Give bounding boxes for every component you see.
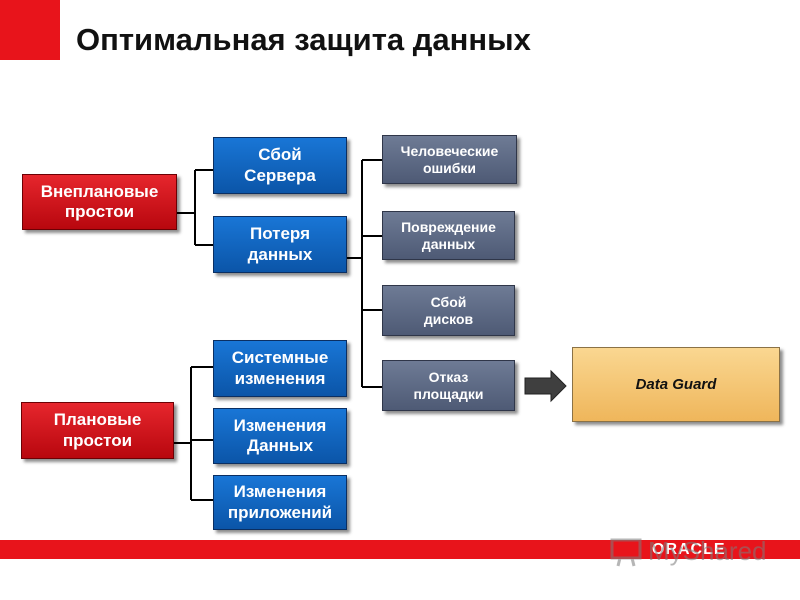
footer-bar (0, 540, 800, 559)
system-changes-box: Системные изменения (213, 340, 347, 397)
data-changes-label: Изменения Данных (233, 415, 327, 455)
disk-failure-label: Сбой дисков (423, 293, 474, 327)
server-failure-box: Сбой Сервера (213, 137, 347, 194)
app-changes-label: Изменения приложений (227, 482, 333, 522)
data-corruption-label: Повреждение данных (401, 218, 496, 252)
oracle-logo: ORACLE (652, 541, 726, 558)
unplanned-downtime-box: Внеплановые простои (22, 174, 177, 230)
unplanned-downtime-label: Внеплановые простои (40, 181, 159, 221)
data-loss-box: Потеря данных (213, 216, 347, 273)
arrow-right-icon (524, 369, 567, 403)
data-guard-label: Data Guard (635, 375, 717, 393)
server-failure-label: Сбой Сервера (244, 145, 316, 185)
data-guard-box: Data Guard (572, 347, 780, 422)
planned-downtime-box: Плановые простои (21, 402, 174, 459)
system-changes-label: Системные изменения (231, 348, 329, 388)
watermark-screen-icon (610, 538, 642, 566)
site-failure-box: Отказ площадки (382, 360, 515, 411)
watermark-text: MyShared (648, 536, 767, 566)
disk-failure-box: Сбой дисков (382, 285, 515, 336)
page-title: Оптимальная защита данных (76, 22, 531, 57)
planned-downtime-label: Плановые простои (53, 410, 142, 450)
app-changes-box: Изменения приложений (213, 475, 347, 530)
data-loss-label: Потеря данных (247, 224, 313, 264)
data-changes-box: Изменения Данных (213, 408, 347, 464)
human-errors-label: Человеческие ошибки (400, 142, 499, 176)
data-corruption-box: Повреждение данных (382, 211, 515, 260)
site-failure-label: Отказ площадки (413, 368, 484, 402)
human-errors-box: Человеческие ошибки (382, 135, 517, 184)
red-corner-accent (0, 0, 60, 60)
watermark: MyShared (610, 536, 767, 567)
